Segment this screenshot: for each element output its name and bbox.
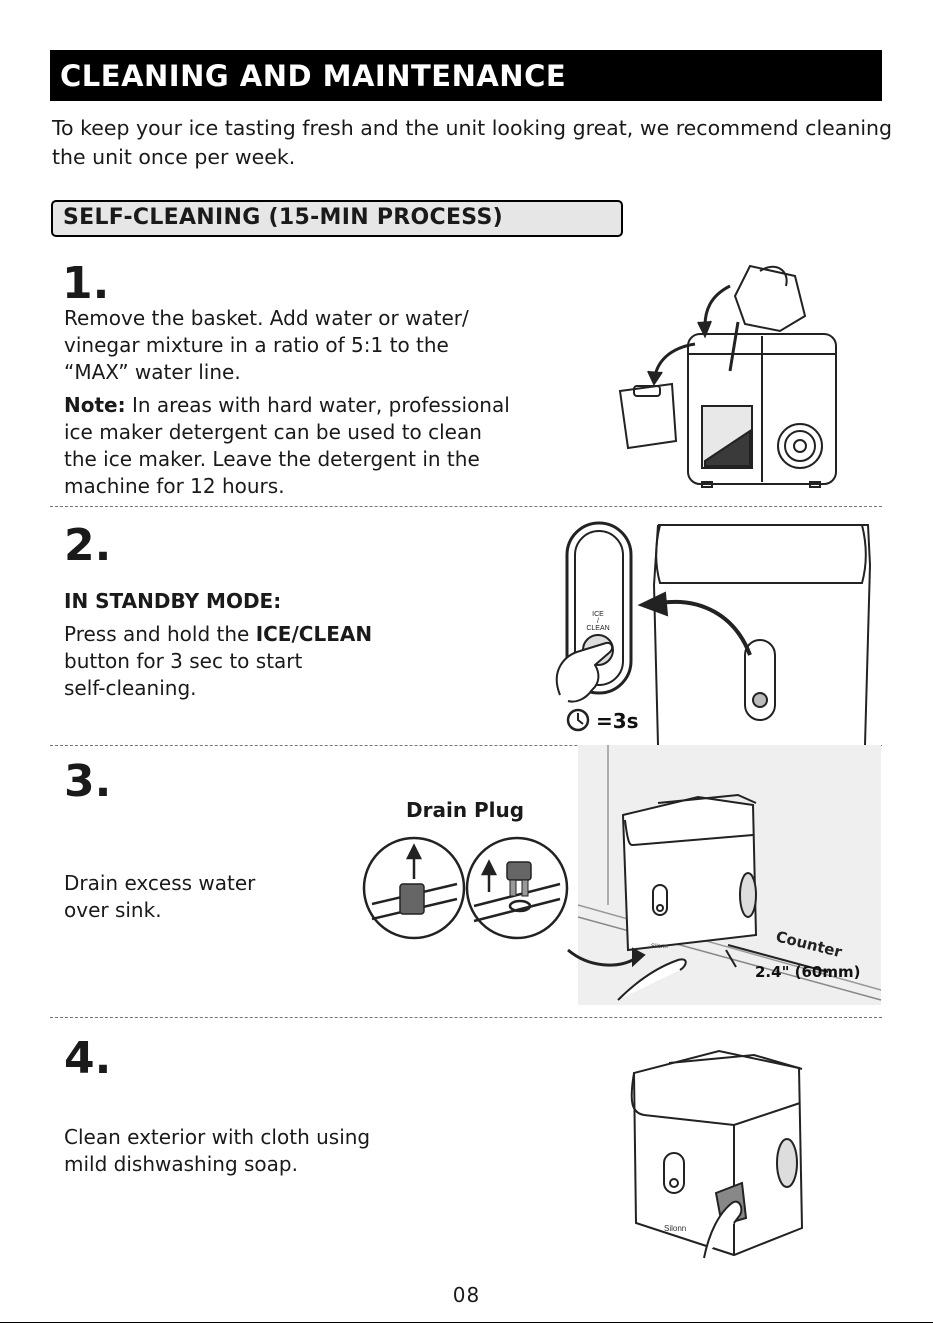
brand-logo: Silonn xyxy=(651,944,668,950)
height-label: 2.4" (60mm) xyxy=(755,963,860,981)
section-title: SELF-CLEANING (15-MIN PROCESS) xyxy=(51,200,623,237)
divider-3 xyxy=(50,1017,882,1018)
step-1-number: 1. xyxy=(62,258,110,309)
panel-clean-label: CLEAN xyxy=(586,625,609,632)
step-4-illustration: Silonn xyxy=(630,1049,804,1259)
divider-1 xyxy=(50,506,882,507)
page-title: CLEANING AND MAINTENANCE xyxy=(50,50,882,101)
intro-text: To keep your ice tasting fresh and the u… xyxy=(52,116,893,169)
step-3-number: 3. xyxy=(64,756,112,807)
step-2-mode: IN STANDBY MODE: xyxy=(64,589,282,613)
step-3-text: Drain excess water over sink. xyxy=(64,871,256,922)
step-4-text: Clean exterior with cloth using mild dis… xyxy=(64,1125,371,1176)
step-2-text: Press and hold the ICE/CLEAN button for … xyxy=(64,622,373,700)
timer-label: =3s xyxy=(596,709,639,733)
panel-ice-label: ICE xyxy=(592,611,604,618)
step-1-illustration xyxy=(618,264,837,488)
divider-2 xyxy=(50,745,882,746)
footer-rule xyxy=(0,1322,933,1323)
step-2-illustration: ICE / CLEAN =3s xyxy=(555,521,872,746)
step-3-illustration: Counter 2.4" (60mm) Silonn xyxy=(567,745,882,1005)
step-1-text: Remove the basket. Add water or water/ v… xyxy=(64,306,510,498)
step-2-number: 2. xyxy=(64,520,112,571)
step-4-number: 4. xyxy=(64,1033,112,1084)
drain-plug-label: Drain Plug xyxy=(406,798,525,822)
page-number: 08 xyxy=(452,1283,481,1307)
panel-slash: / xyxy=(597,618,599,625)
brand-logo: Silonn xyxy=(664,1224,686,1233)
note-label: Note: xyxy=(64,393,126,417)
drain-plug-illustration xyxy=(362,836,569,940)
